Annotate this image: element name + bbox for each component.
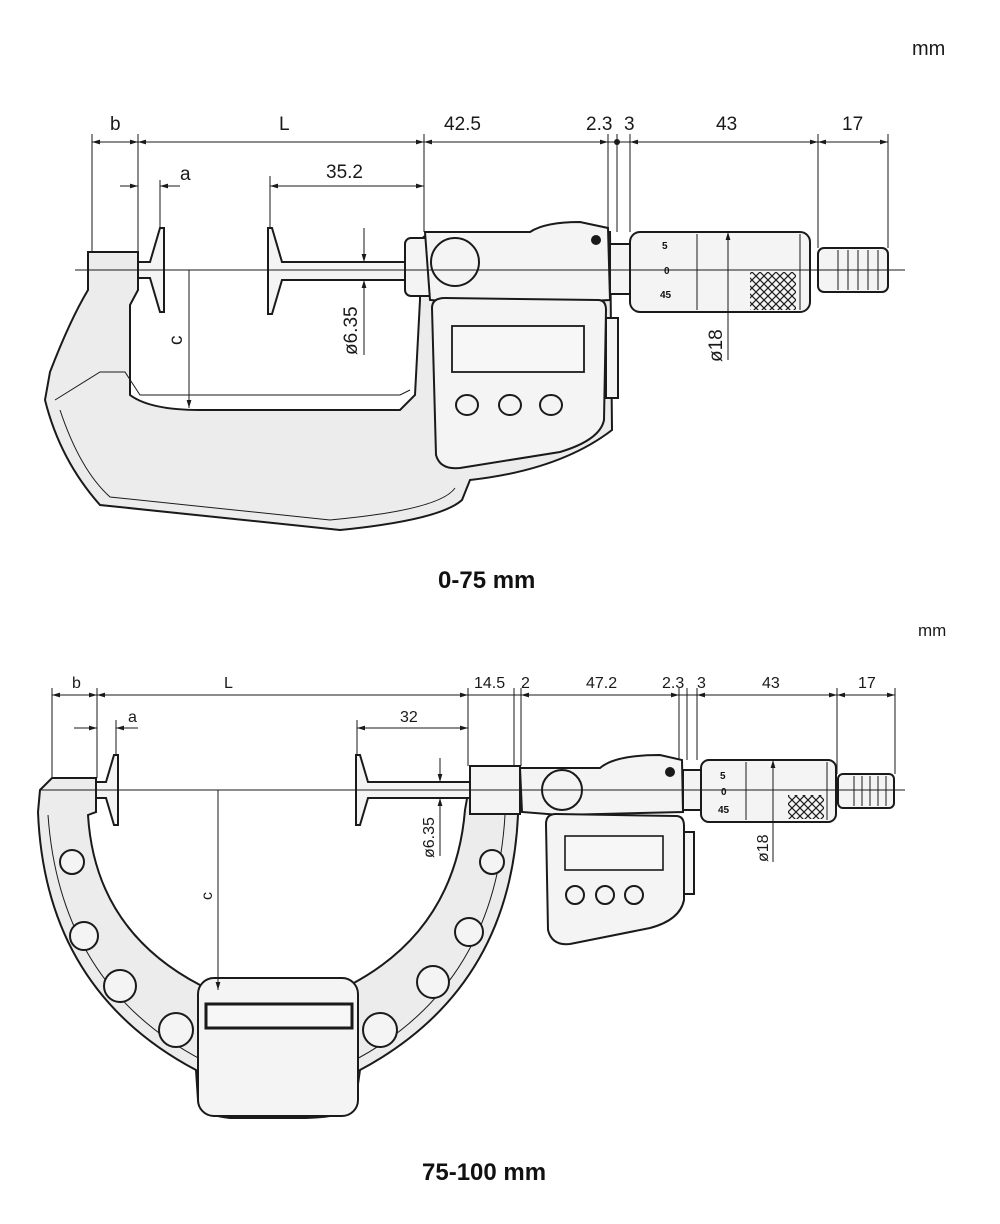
top-side-switch[interactable] (605, 317, 619, 399)
bottom-dimension-chain (51, 688, 896, 990)
bottom-side-switch[interactable] (683, 831, 695, 895)
top-dim-2-3: 2.3 (586, 114, 612, 135)
top-micrometer: mm 5 0 45 (43, 38, 945, 594)
top-dim-dia-6-35: ø6.35 (341, 306, 362, 355)
bottom-dim-c: c (199, 892, 216, 900)
bottom-dim-17: 17 (858, 675, 876, 692)
top-dim-L: L (279, 114, 290, 135)
top-sleeve (609, 243, 631, 295)
bottom-button-3[interactable] (624, 885, 644, 905)
bottom-unit-label: mm (918, 621, 946, 640)
bottom-dim-43: 43 (762, 675, 780, 692)
top-dim-17: 17 (842, 114, 863, 135)
top-scale-0: 0 (664, 266, 670, 277)
bottom-ratchet[interactable] (837, 773, 895, 809)
bottom-dim-32: 32 (400, 709, 418, 726)
bottom-caption: 75-100 mm (422, 1159, 546, 1186)
top-dim-a: a (180, 164, 191, 185)
top-scale-45: 45 (660, 290, 672, 301)
top-dim-35-2: 35.2 (326, 162, 363, 183)
bottom-micrometer: mm (36, 621, 946, 1186)
top-dim-42-5: 42.5 (444, 114, 481, 135)
bottom-knurl (788, 795, 824, 819)
top-dim-b: b (110, 114, 121, 135)
bottom-insulator-plate (197, 977, 359, 1117)
top-button-1[interactable] (455, 394, 479, 416)
bottom-dim-a: a (128, 709, 137, 726)
bottom-dim-2: 2 (521, 675, 530, 692)
top-dim-3: 3 (624, 114, 635, 135)
bottom-scale-45: 45 (718, 805, 730, 816)
top-unit-label: mm (912, 38, 945, 60)
bottom-frame (36, 769, 519, 1119)
bottom-display-panel (544, 812, 685, 946)
bottom-dim-14-5: 14.5 (474, 675, 505, 692)
top-lcd-screen (451, 325, 585, 373)
bottom-scale-0: 0 (721, 787, 727, 798)
top-dim-43: 43 (716, 114, 737, 135)
bottom-dim-b: b (72, 675, 81, 692)
top-knurl (750, 272, 796, 310)
top-scale-5: 5 (662, 241, 668, 252)
top-dimension-chain (91, 134, 889, 408)
bottom-dim-47-2: 47.2 (586, 675, 617, 692)
top-caption: 0-75 mm (438, 567, 535, 594)
top-button-3[interactable] (539, 394, 563, 416)
bottom-button-2[interactable] (595, 885, 615, 905)
bottom-dim-3: 3 (697, 675, 706, 692)
top-dim-c: c (166, 336, 187, 346)
bottom-dim-dia-6-35: ø6.35 (421, 817, 438, 858)
top-dim-dia-18: ø18 (706, 329, 727, 362)
top-spindle-disc (267, 227, 421, 315)
top-button-2[interactable] (498, 394, 522, 416)
bottom-lcd-screen (564, 835, 664, 871)
bottom-dim-L: L (224, 675, 233, 692)
top-display-panel (430, 296, 608, 470)
bottom-scale-5: 5 (720, 771, 726, 782)
bottom-button-1[interactable] (565, 885, 585, 905)
top-clamp-lever[interactable] (430, 237, 480, 287)
bottom-dim-dia-18: ø18 (755, 834, 772, 862)
bottom-dim-2-3: 2.3 (662, 675, 684, 692)
